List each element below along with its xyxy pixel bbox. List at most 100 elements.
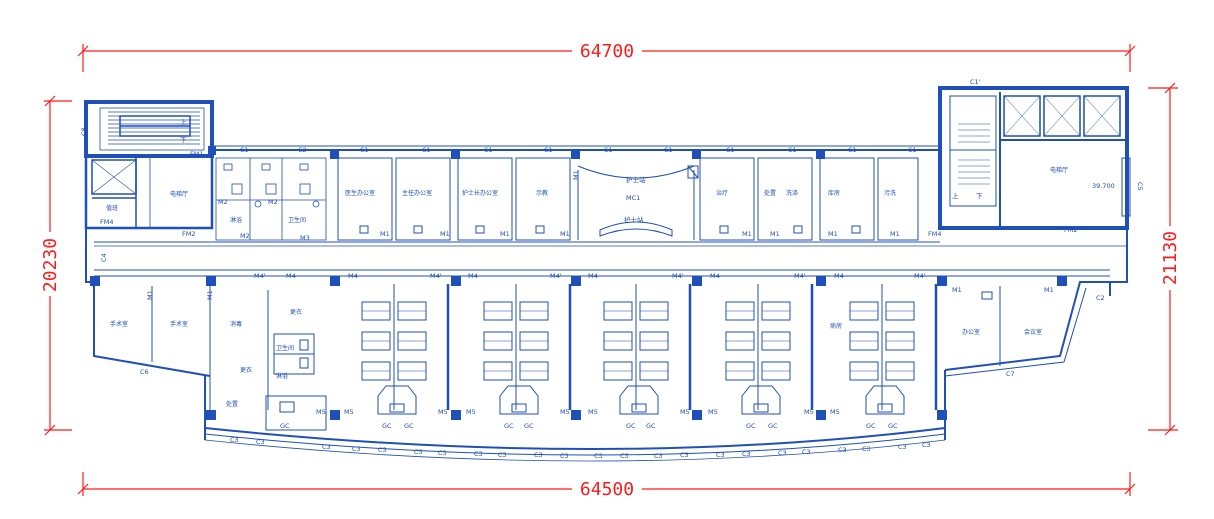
ward-toilet: [753, 403, 769, 413]
room-wc-2: 卫生间: [276, 344, 294, 352]
tag-c3: C3: [414, 448, 423, 456]
tag-c3: C3: [838, 446, 847, 454]
room-store: 库房: [828, 189, 840, 197]
tag-c1-10: C1: [848, 146, 857, 154]
room-staff: 更衣: [290, 308, 302, 316]
tag-c3: C3: [922, 441, 931, 449]
wc-area: [215, 157, 327, 241]
tag-m1-8: M1: [890, 230, 900, 238]
tag-m1-lr1: M1: [952, 286, 962, 294]
tag-c3: C3: [778, 449, 787, 457]
room-lift-hall-right: 电梯厅: [1050, 166, 1068, 174]
tag-m4-w1: M4: [348, 272, 358, 280]
lower-right-rooms: [981, 286, 1001, 366]
tag-gc-9: GC: [768, 422, 778, 430]
tag-c1-1: C1: [240, 146, 249, 154]
room-r4: 示教: [536, 189, 548, 197]
stair-up-label-right: 上: [952, 191, 959, 200]
left-block-rooms: [91, 156, 151, 228]
room-surg1: 手术室: [110, 320, 128, 328]
tag-m1-6: M1: [770, 230, 780, 238]
tag-gc-8: GC: [746, 422, 756, 430]
room-staff-2: 更衣: [240, 366, 252, 374]
tag-m1-5: M1: [742, 230, 752, 238]
ward-bays: [361, 284, 938, 415]
tag-c3: C3: [680, 451, 689, 459]
tag-m4p-w4: M4': [794, 272, 806, 280]
ward-toilet: [877, 403, 893, 413]
tag-m5-8: M5: [708, 408, 718, 416]
stair-up-label-left: 上: [180, 117, 187, 126]
tag-m4p-w1: M4': [430, 272, 442, 280]
tag-m4-ll: M4': [254, 272, 266, 280]
room-clean: 洗涤: [786, 189, 798, 197]
dimension-top-bg: [572, 41, 642, 61]
tag-m1-4: M1: [560, 230, 570, 238]
room-dispose: 处置: [764, 189, 776, 197]
tag-c3: C3: [802, 448, 811, 456]
tag-c2-right: C2: [1096, 294, 1105, 302]
room-nurse: 护士站: [624, 215, 644, 224]
top-offices: [337, 157, 919, 241]
tag-c3: C3: [230, 436, 239, 444]
tag-m4-ll2: M4: [286, 272, 296, 280]
tag-gc-6: GC: [626, 422, 636, 430]
stair-down-label-right: 下: [976, 192, 983, 200]
tag-mc1: MC1: [626, 194, 640, 202]
tag-m5-2: M5: [344, 408, 354, 416]
tag-c3: C3: [654, 452, 663, 460]
tag-c3: C3: [716, 451, 725, 459]
tag-gc-7: GC: [646, 422, 656, 430]
tag-m1-7: M1: [828, 230, 838, 238]
tag-m5-4: M5: [466, 408, 476, 416]
tag-m1-ll2: M1: [206, 290, 214, 300]
ward-toilet: [389, 403, 405, 413]
tag-c3: C3: [862, 445, 871, 453]
ward-toilet: [631, 403, 647, 413]
room-clean2: 消毒: [230, 320, 242, 328]
room-shower: 淋浴: [230, 216, 242, 224]
tag-gc-3: GC: [404, 422, 414, 430]
tag-m4p-w5: M4': [914, 272, 926, 280]
room-office-left: 值班: [106, 204, 118, 212]
dimension-left-bg: [38, 232, 62, 296]
ward-bathroom: [499, 385, 539, 415]
tag-fm4-left: FM4: [100, 218, 113, 226]
tag-c3: C3: [498, 451, 507, 459]
tag-c1p: C1': [970, 78, 981, 86]
right-stair-steps: [958, 123, 990, 185]
tag-m1-ll: M1: [146, 290, 154, 300]
tag-m5-5: M5: [560, 408, 570, 416]
dimension-left-label: 20230: [40, 238, 61, 292]
room-meeting: 会议室: [1024, 328, 1042, 336]
tag-gc-5: GC: [524, 422, 534, 430]
room-wc: 卫生间: [288, 216, 306, 224]
room-shower-2: 淋浴: [276, 372, 288, 380]
room-office2: 办公室: [962, 328, 980, 336]
tag-m5-3: M5: [438, 408, 448, 416]
tag-c3: C3: [620, 452, 629, 460]
room-wash: 污洗: [884, 189, 896, 197]
tag-c1-5: C1: [544, 146, 553, 154]
tag-c1-7: C1: [664, 146, 673, 154]
room-nurse-top: 护士站: [626, 175, 646, 184]
columns: [90, 146, 1067, 420]
ward-bathroom: [377, 385, 417, 415]
outer-walls: [84, 86, 1129, 462]
tag-c1-4: C1: [484, 146, 493, 154]
tag-gc-10: GC: [866, 422, 876, 430]
tag-m1-nurse: M1: [572, 170, 580, 180]
tag-fm4-right: FM4: [928, 230, 941, 238]
room-dispose-2: 处置: [226, 400, 238, 408]
tag-fm2-right: FM2: [1064, 226, 1077, 234]
tag-m5-7: M5: [680, 408, 690, 416]
dimension-right-bg: [1158, 226, 1182, 290]
tag-c5: C5: [1136, 182, 1144, 191]
tag-fm1: FM1: [190, 150, 203, 158]
tag-gc-4: GC: [504, 422, 514, 430]
room-r2: 主任办公室: [402, 189, 432, 197]
tag-c3: C3: [560, 452, 569, 460]
tag-m5-6: M5: [588, 408, 598, 416]
